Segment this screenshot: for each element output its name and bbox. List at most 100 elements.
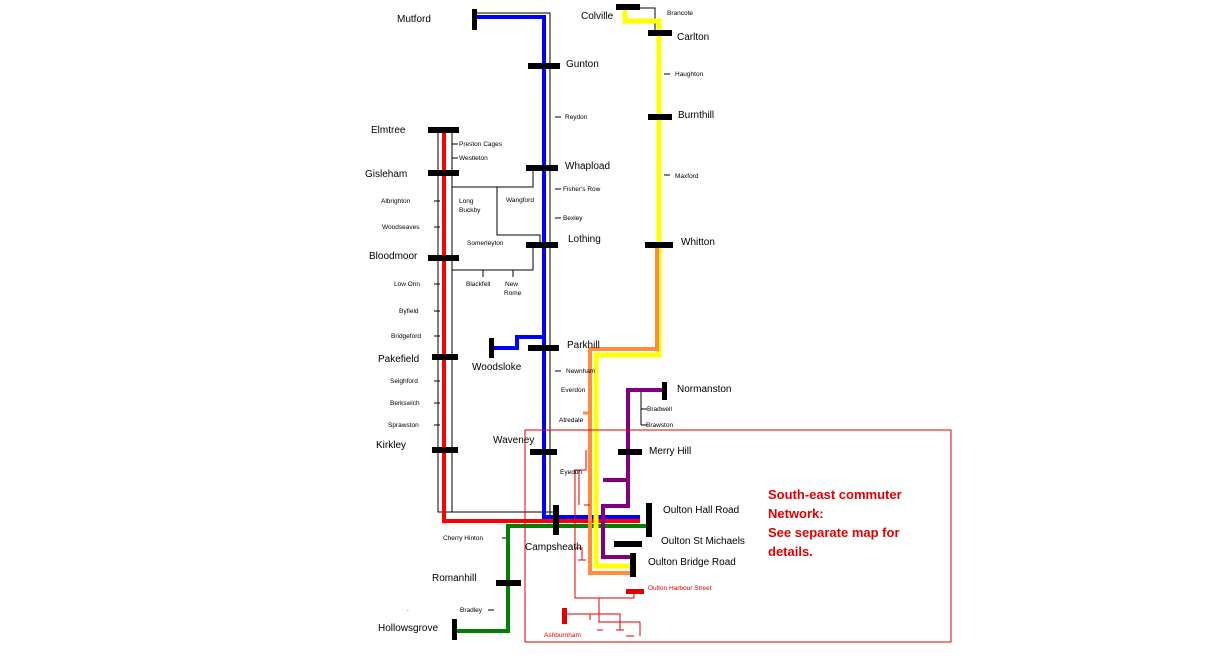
label-woodsloke: Woodsloke: [472, 362, 522, 373]
whapload-station-bar: [526, 165, 558, 171]
yellow-line: [593, 8, 662, 569]
label-bexley: Bexley: [563, 215, 583, 222]
label-waveney: Waveney: [493, 435, 534, 446]
elmtree-station-bar: [428, 127, 459, 133]
label-oulton-st-michaels: Oulton St Michaels: [661, 536, 745, 547]
inset-line-a: [574, 450, 635, 599]
label-eyedon: Eyedon: [560, 469, 582, 476]
mutford-station-bar: [472, 9, 477, 30]
label-colville: Colville: [581, 11, 614, 22]
oulton-bridge-road-station-bar: [630, 553, 636, 577]
inset-detail-lines: [566, 450, 641, 637]
label-low-onn: Low Onn: [394, 281, 420, 288]
label-mutford: Mutford: [397, 14, 431, 25]
kirkley-station-bar: [432, 447, 458, 453]
south-east-network-inset-box: [524, 429, 952, 643]
label-cherry-hinton: Cherry Hinton: [443, 535, 483, 542]
station-labels: Mutford Gunton Reydon Whapload Fisher's …: [365, 10, 745, 639]
lothing-station-bar: [526, 242, 558, 248]
label-newnham: Newnham: [566, 368, 595, 375]
waveney-station-bar: [530, 449, 557, 455]
label-seighford: Seighford: [390, 378, 418, 385]
romanhill-station-bar: [496, 580, 521, 586]
whapload-loop-line: [452, 168, 534, 188]
oulton-hall-road-station-bar: [646, 503, 652, 537]
label-bridgeford: Bridgeford: [391, 333, 421, 340]
gisleham-station-bar: [428, 170, 459, 176]
inset-note: South-east commuter Network: See separat…: [768, 487, 902, 559]
label-normanston: Normanston: [677, 384, 731, 395]
label-maxford: Maxford: [675, 173, 699, 180]
oulton-harbour-street-station-bar: [626, 589, 644, 594]
label-atredale: Atredale: [559, 417, 584, 424]
label-brancote: Brancote: [667, 10, 693, 17]
bloodmoor-loop-line: [452, 245, 534, 271]
label-byfield: Byfield: [399, 308, 419, 315]
parkhill-station-bar: [528, 345, 559, 351]
label-somerleyton: Somerleyton: [467, 240, 504, 247]
ashburnham-station-bar: [562, 608, 567, 624]
label-gunton: Gunton: [566, 59, 599, 70]
purple-line: [601, 388, 664, 559]
brancote-connector: [636, 7, 656, 33]
label-long: Long: [459, 198, 474, 205]
inset-line-d: [566, 613, 621, 630]
label-romanhill: Romanhill: [432, 573, 476, 584]
label-hollowsgrove: Hollowsgrove: [378, 623, 438, 634]
long-buckby-line: [496, 187, 541, 245]
label-carlton: Carlton: [677, 32, 709, 43]
label-blackfell: Blackfell: [466, 281, 491, 288]
woodsloke-station-bar: [489, 338, 494, 358]
inset-line-c: [575, 547, 583, 560]
label-parkhill: Parkhill: [567, 340, 600, 351]
label-whapload: Whapload: [565, 161, 610, 172]
label-bradley: Bradley: [460, 607, 483, 614]
label-dot: .: [407, 606, 409, 613]
whitton-station-bar: [645, 242, 673, 248]
label-long-buckby: Buckby: [459, 207, 481, 214]
label-fishers-row: Fisher's Row: [563, 186, 601, 193]
oulton-st-michaels-station-bar: [614, 541, 642, 547]
inset-note-line3: See separate map for: [768, 525, 900, 540]
hollowsgrove-station-bar: [452, 619, 457, 640]
label-brawston: Brawston: [646, 422, 673, 429]
woodsloke-branch: [492, 335, 544, 350]
label-gisleham: Gisleham: [365, 169, 407, 180]
label-kirkley: Kirkley: [376, 440, 406, 451]
inset-note-line1: South-east commuter: [768, 487, 902, 502]
normanston-station-bar: [662, 382, 667, 400]
label-oulton-bridge-road: Oulton Bridge Road: [648, 557, 736, 568]
inset-note-line4: details.: [768, 544, 813, 559]
label-lothing: Lothing: [568, 234, 601, 245]
burnthill-station-bar: [648, 114, 672, 120]
bloodmoor-station-bar: [428, 255, 459, 261]
label-westleton: Westleton: [459, 155, 488, 162]
label-campsheath: Campsheath: [525, 542, 582, 553]
label-reydon: Reydon: [565, 114, 588, 121]
label-bradwell: Bradwell: [647, 406, 672, 413]
label-oulton-hall-road: Oulton Hall Road: [663, 505, 739, 516]
colville-station-bar: [616, 4, 640, 10]
green-line: [455, 524, 648, 633]
label-sprawston: Sprawston: [388, 422, 419, 429]
label-woodseaves: Woodseaves: [382, 224, 420, 231]
label-bloodmoor: Bloodmoor: [369, 251, 418, 262]
label-elmtree: Elmtree: [371, 125, 406, 136]
station-bars: [428, 4, 673, 640]
orange-line: [588, 245, 659, 575]
label-ashburnham: Ashburnham: [544, 632, 581, 639]
inset-line-e: [598, 598, 641, 636]
carlton-station-bar: [648, 30, 672, 36]
inset-note-line2: Network:: [768, 506, 824, 521]
label-berkswich: Berkswich: [390, 400, 420, 407]
label-oulton-harbour-street: Oulton Harbour Street: [648, 585, 712, 592]
inset-station-bars: [562, 589, 644, 624]
label-pakefield: Pakefield: [378, 354, 419, 365]
label-burnthill: Burnthill: [678, 110, 714, 121]
merry-hill-station-bar: [618, 449, 642, 455]
pakefield-station-bar: [432, 354, 458, 360]
label-wangford: Wangford: [506, 197, 534, 204]
gunton-station-bar: [528, 63, 560, 69]
label-new-rome: Rome: [504, 290, 522, 297]
